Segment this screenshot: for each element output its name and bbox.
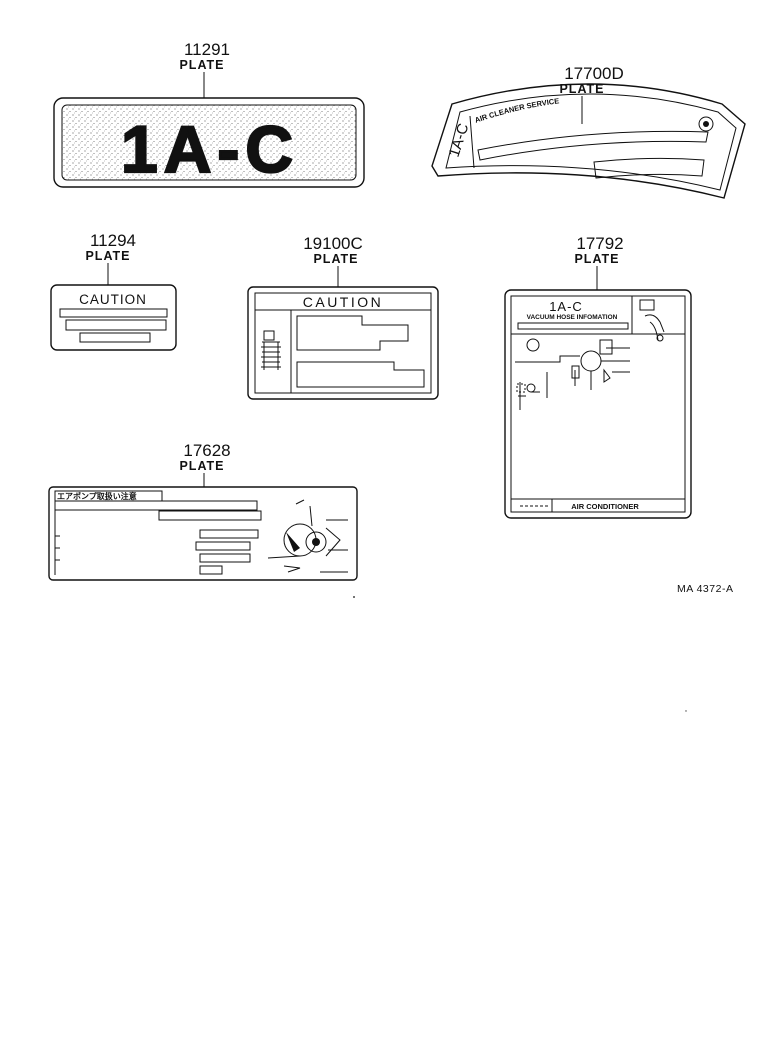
figure-code: MA 4372-A — [677, 583, 733, 595]
plate-outline — [53, 97, 365, 188]
part-name-17628: PLATE — [179, 459, 224, 473]
part-number-17792: 17792 — [576, 234, 623, 253]
text-block — [296, 361, 425, 388]
part-name-19100c: PLATE — [313, 252, 358, 266]
plate-17628: 17628 PLATE エアポンプ取扱い注意 — [48, 441, 358, 581]
plate-outline — [50, 284, 177, 351]
part-number-17628: 17628 — [183, 441, 230, 460]
japanese-caution-title: エアポンプ取扱い注意 — [57, 491, 137, 501]
plate-17792: 17792 PLATE 1A-C VACUUM HOSE INFOMATION — [504, 234, 692, 519]
tick-marks — [55, 535, 60, 561]
air-pump-illustration — [267, 499, 348, 573]
plate-emblem-text: 1A-C — [121, 112, 299, 186]
text-bar — [65, 319, 167, 331]
service-emblem-icon — [698, 116, 714, 132]
speck — [685, 710, 687, 712]
part-name-17700d: PLATE — [559, 82, 604, 96]
text-bar — [517, 322, 629, 330]
caution-heading: CAUTION — [79, 292, 147, 307]
text-bar — [158, 510, 262, 521]
text-bar — [79, 332, 151, 343]
stipple-field — [61, 104, 357, 181]
vacuum-hose-schematic — [515, 338, 630, 410]
plate-11291: 11291 PLATE 1A-C — [53, 40, 365, 188]
plate-outline — [48, 486, 358, 581]
air-conditioner-caption: AIR CONDITIONER — [571, 502, 639, 511]
part-number-19100c: 19100C — [303, 234, 363, 253]
text-bar — [59, 308, 168, 318]
spring-icon — [261, 330, 281, 370]
plate-outline — [504, 289, 692, 519]
curved-plate-model-text: 1A-C — [446, 121, 473, 159]
caution-heading: CAUTION — [303, 294, 384, 310]
text-block — [296, 315, 409, 351]
speck — [353, 596, 355, 598]
plate-19100c: 19100C PLATE CAUTION — [247, 234, 439, 400]
model-heading: 1A-C — [549, 299, 583, 314]
text-bar — [199, 565, 223, 575]
plate-inner-border — [254, 292, 432, 394]
text-bar — [199, 529, 259, 539]
text-bar — [199, 553, 251, 563]
service-emblem-dot — [703, 121, 709, 127]
air-cleaner-caption: AIR CLEANER SERVICE — [473, 96, 559, 124]
part-name-11291: PLATE — [179, 58, 224, 72]
part-name-17792: PLATE — [574, 252, 619, 266]
curved-plate-outline — [431, 83, 746, 199]
vacuum-hose-caption: VACUUM HOSE INFOMATION — [527, 314, 618, 321]
text-bar — [477, 130, 709, 161]
text-bar — [593, 157, 705, 179]
hand-icon — [639, 299, 665, 342]
part-number-11294: 11294 — [90, 231, 136, 250]
plate-inner-border — [510, 295, 686, 513]
text-bar — [195, 541, 251, 551]
plate-outline — [247, 286, 439, 400]
part-number-11291: 11291 — [184, 40, 230, 59]
part-number-17700d: 17700D — [564, 64, 624, 83]
part-name-11294: PLATE — [85, 249, 130, 263]
model-divider — [469, 115, 475, 169]
curved-plate-inner-border — [445, 93, 737, 191]
text-bar — [54, 500, 258, 511]
plate-11294: 11294 PLATE CAUTION — [50, 231, 177, 351]
plate-17700d: 17700D PLATE 1A-C AIR CLEANER SERVICE — [431, 64, 746, 199]
